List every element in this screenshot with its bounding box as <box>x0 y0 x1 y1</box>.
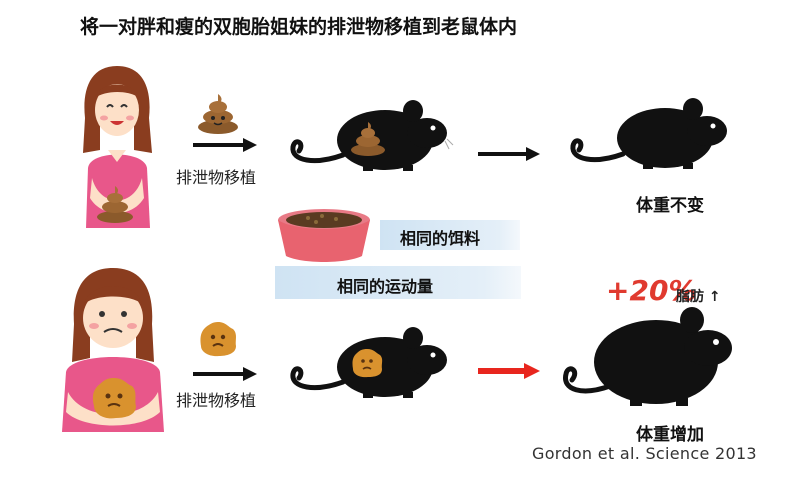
result-arrow <box>478 146 540 165</box>
page-title: 将一对胖和瘦的双胞胎姐妹的排泄物移植到老鼠体内 <box>80 16 518 38</box>
same-food-band: 相同的饵料 <box>380 220 520 250</box>
mouse-icon <box>560 300 740 408</box>
gut-microbe-icon <box>198 320 238 358</box>
food-bowl-icon <box>272 206 376 264</box>
transfer-label: 排泄物移植 <box>176 391 257 410</box>
transfer-arrow <box>193 137 257 156</box>
result-arrow-highlight <box>478 363 540 383</box>
same-exercise-band: 相同的运动量 <box>275 266 521 299</box>
poop-icon <box>349 120 387 156</box>
poop-icon <box>196 92 240 134</box>
same-food-label: 相同的饵料 <box>400 229 481 248</box>
transfer-label: 排泄物移植 <box>176 168 257 187</box>
outcome-label: 体重增加 <box>636 425 704 445</box>
gut-microbe-icon <box>90 376 138 420</box>
mouse-icon <box>565 92 735 174</box>
fat-increase-label: 脂肪 ↑ <box>676 289 721 305</box>
weight-increase-value: +20% <box>606 274 697 307</box>
gut-microbe-icon <box>350 347 384 379</box>
transfer-arrow <box>193 366 257 385</box>
citation: Gordon et al. Science 2013 <box>532 444 757 463</box>
outcome-label: 体重不变 <box>636 196 704 216</box>
same-exercise-label: 相同的运动量 <box>337 277 434 296</box>
poop-icon <box>95 183 135 223</box>
